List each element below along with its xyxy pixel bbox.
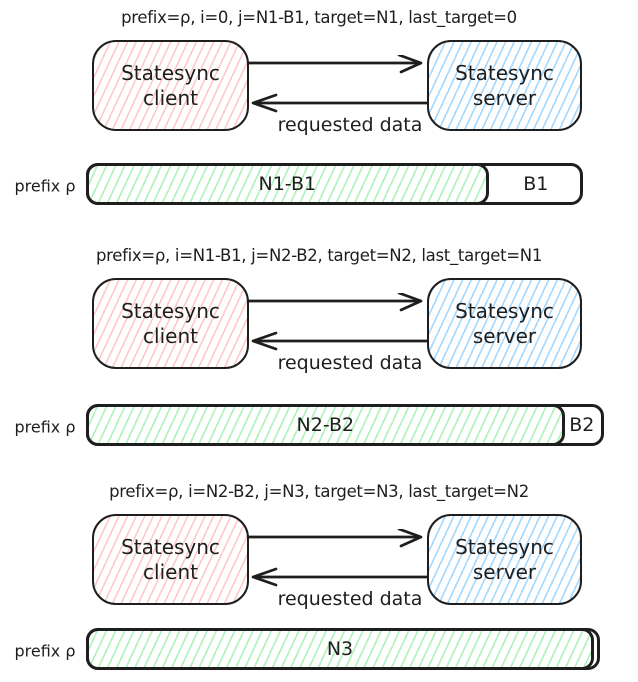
stage-2-bar-row: prefix ρ N2-B2 B2 [0,404,638,450]
stage-1-caption: prefix=ρ, i=0, j=N1-B1, target=N1, last_… [121,8,517,27]
statesync-client-box: Statesync client [92,278,249,369]
state-range-bar: N3 [86,628,600,670]
statesync-client-box: Statesync client [92,514,249,605]
synced-range-fill: N3 [86,628,594,670]
stage-1-boxes-row: Statesync client Statesync server reques… [0,40,638,136]
prefix-label: prefix ρ [14,176,76,196]
requested-data-label: requested data [277,588,423,610]
stage-1-bar-row: prefix ρ N1-B1 B1 [0,163,638,209]
stage-3-bar-row: prefix ρ N3 [0,628,638,674]
request-response-arrows-icon [247,293,429,351]
client-box-label: Statesync client [121,534,220,584]
client-box-label: Statesync client [121,60,220,110]
stage-2-boxes-row: Statesync client Statesync server reques… [0,278,638,374]
server-box-label: Statesync server [455,534,554,584]
statesync-client-box: Statesync client [92,40,249,131]
client-box-label: Statesync client [121,298,220,348]
prefix-label: prefix ρ [14,641,76,661]
synced-range-label: N1-B1 [258,173,317,195]
remaining-range-label: B2 [569,414,595,436]
statesync-server-box: Statesync server [427,514,582,605]
stage-3-caption: prefix=ρ, i=N2-B2, j=N3, target=N3, last… [109,482,529,501]
request-response-arrows-icon [247,529,429,587]
state-range-bar: N1-B1 B1 [86,163,583,205]
server-box-label: Statesync server [455,298,554,348]
synced-range-label: N2-B2 [296,414,355,436]
statesync-server-box: Statesync server [427,40,582,131]
prefix-label: prefix ρ [14,417,76,437]
stage-3-boxes-row: Statesync client Statesync server reques… [0,514,638,610]
statesync-server-box: Statesync server [427,278,582,369]
synced-range-fill: N2-B2 [86,404,565,446]
remaining-range-label: B1 [523,173,549,195]
synced-range-label: N3 [326,638,354,660]
state-range-bar: N2-B2 B2 [86,404,604,446]
stage-2-caption: prefix=ρ, i=N1-B1, j=N2-B2, target=N2, l… [95,246,543,265]
server-box-label: Statesync server [455,60,554,110]
synced-range-fill: N1-B1 [86,163,489,205]
requested-data-label: requested data [277,352,423,374]
requested-data-label: requested data [277,114,423,136]
request-response-arrows-icon [247,55,429,113]
